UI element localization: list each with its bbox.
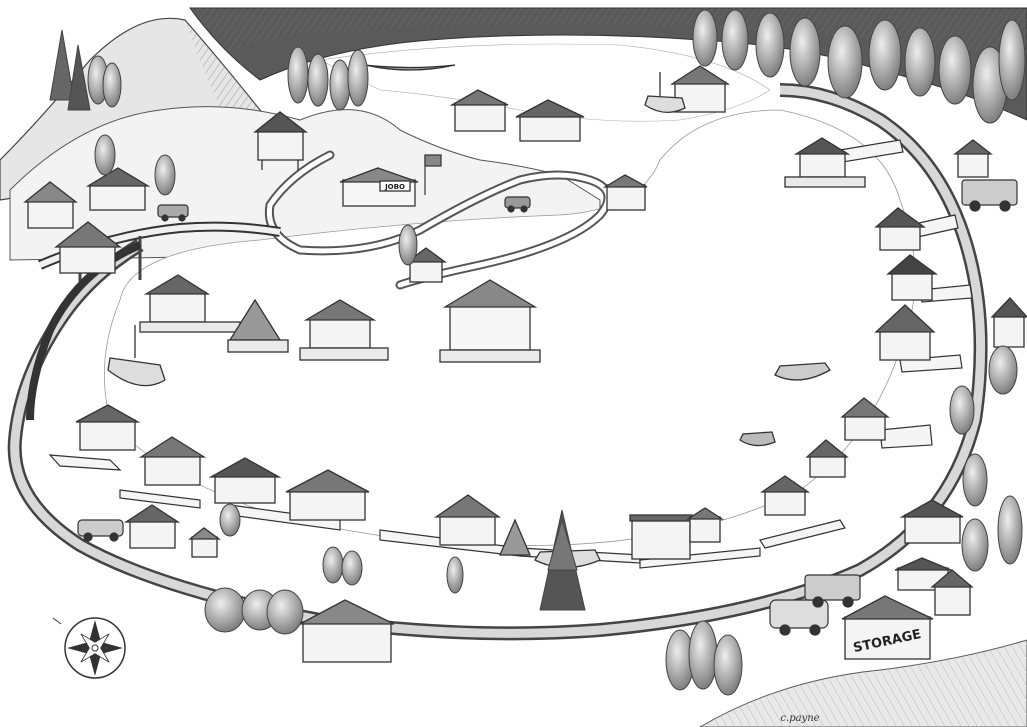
house xyxy=(253,111,308,170)
canoe xyxy=(364,64,456,71)
car xyxy=(77,519,124,542)
house xyxy=(433,494,502,546)
house xyxy=(784,137,866,188)
house xyxy=(874,304,936,361)
house xyxy=(23,181,78,229)
compass-rose-icon xyxy=(52,617,126,679)
house xyxy=(886,254,938,301)
car xyxy=(504,196,531,213)
house xyxy=(138,436,207,486)
house xyxy=(285,469,370,521)
house xyxy=(629,514,693,560)
house xyxy=(299,599,395,663)
artist-signature: c.payne xyxy=(780,713,819,724)
house xyxy=(405,247,447,283)
pickup-truck xyxy=(804,574,861,608)
shed xyxy=(188,527,221,558)
house xyxy=(439,279,541,363)
fishing-boat xyxy=(107,325,166,387)
house xyxy=(75,404,141,451)
house xyxy=(449,89,509,132)
house xyxy=(123,504,181,549)
house xyxy=(227,298,289,353)
house xyxy=(805,439,849,478)
boat xyxy=(739,431,776,447)
shed xyxy=(953,139,993,178)
house xyxy=(840,397,890,441)
flag xyxy=(424,154,442,195)
small-shop-sign: JOBO xyxy=(384,183,405,191)
house xyxy=(85,167,151,211)
shed xyxy=(602,174,648,211)
houses xyxy=(23,65,1027,663)
truck xyxy=(961,179,1018,212)
house xyxy=(515,99,585,142)
storage-building xyxy=(841,595,934,660)
house xyxy=(874,207,926,251)
house xyxy=(208,457,282,504)
house xyxy=(685,507,725,543)
shed xyxy=(930,569,974,616)
van xyxy=(769,599,829,636)
car xyxy=(157,204,189,222)
trees xyxy=(49,9,1026,696)
shed xyxy=(899,499,964,544)
boats xyxy=(107,64,831,569)
vehicles xyxy=(77,179,1018,636)
house xyxy=(759,475,811,516)
rowboat xyxy=(774,362,831,381)
house xyxy=(54,221,122,274)
small-shop xyxy=(339,167,419,207)
house xyxy=(499,518,531,556)
shed xyxy=(990,297,1027,348)
fishing-boat xyxy=(644,72,686,113)
house xyxy=(299,299,389,361)
